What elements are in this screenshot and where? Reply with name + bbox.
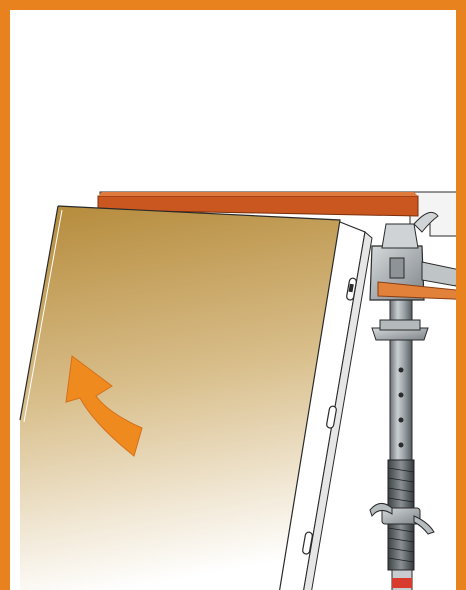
formwork-illustration	[19, 191, 456, 590]
prop-head	[369, 211, 456, 301]
curved-arrow-icon	[65, 355, 143, 457]
steel-prop	[369, 299, 435, 590]
formwork-panel	[19, 205, 341, 590]
panel-frame	[273, 219, 373, 590]
prop-nut	[369, 503, 435, 535]
timber-beam	[97, 192, 419, 217]
